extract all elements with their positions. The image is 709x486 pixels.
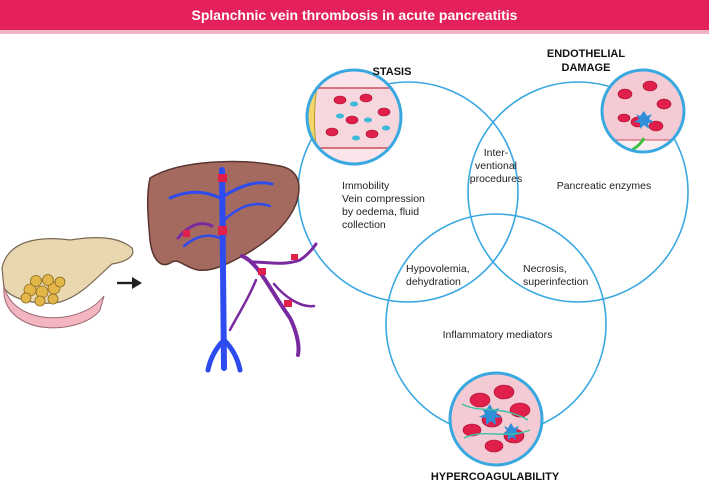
arrow-icon [117,277,142,289]
hypercoag-caption: HYPERCOAGULABILITY [430,471,560,483]
endothelial-caption: ENDOTHELIAL DAMAGE [546,48,626,74]
endothelial-only-label: Pancreatic enzymes [556,180,652,192]
thrombus-icon [183,174,298,307]
header-bar: Splanchnic vein thrombosis in acute panc… [0,0,709,30]
endothelial-circle [467,81,689,303]
stasis-hypercoag-label: Hypovolemia, dehydration [406,263,470,288]
stasis-endothelial-label: Inter- ventional procedures [469,147,523,185]
mesenteric-veins-icon [176,222,318,357]
endothelial-hypercoag-label: Necrosis, superinfection [523,263,589,288]
hypercoag-inset-icon [448,371,544,467]
header-underline [0,30,709,34]
portal-veins-icon [168,167,274,373]
hypercoag-only-label: Inflammatory mediators [442,329,553,341]
pancreas-icon [1,237,134,329]
stasis-only-label: Immobility Vein compression by oedema, f… [342,180,425,231]
stasis-inset-icon [305,68,403,166]
header-title: Splanchnic vein thrombosis in acute panc… [191,7,518,23]
stasis-caption: STASIS [372,66,412,78]
